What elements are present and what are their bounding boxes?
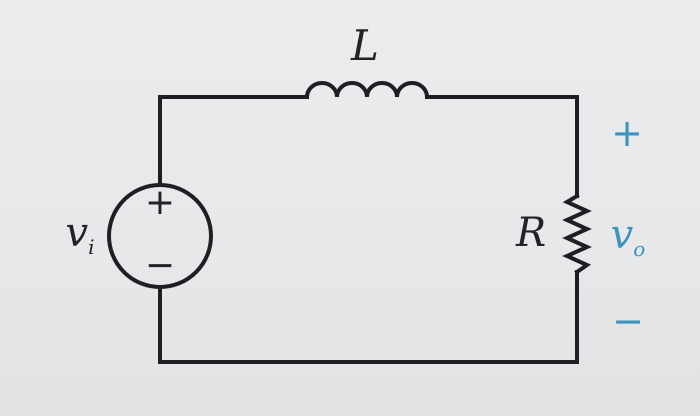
input-voltage-label: vi bbox=[65, 210, 94, 259]
source-plus-sign: + bbox=[145, 182, 175, 223]
output-plus-sign: + bbox=[611, 111, 643, 155]
inductor-coil bbox=[304, 81, 430, 100]
output-minus-sign: − bbox=[612, 299, 644, 343]
inductor-label: L bbox=[350, 21, 379, 70]
resistor-zigzag bbox=[562, 193, 592, 275]
source-minus-sign: − bbox=[145, 245, 175, 286]
output-voltage-label: vo bbox=[611, 212, 646, 261]
resistor-label: R bbox=[515, 210, 546, 256]
